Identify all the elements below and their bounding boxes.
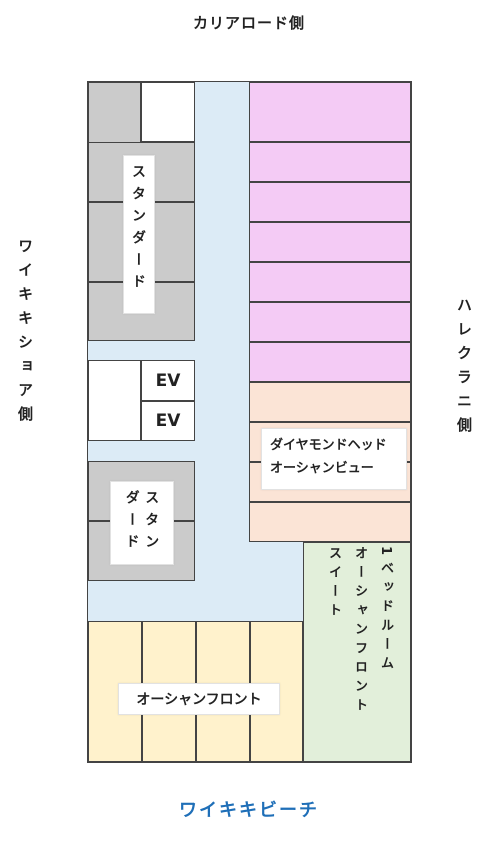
elevator-label-1: EV [155, 370, 181, 391]
ocean-front-label-text: オーシャンフロント [136, 692, 262, 708]
suite-label: 1ベッドルーム オーシャンフロント スイート [320, 546, 398, 756]
elevator-label-2: EV [155, 411, 181, 431]
diamond-head-room [249, 342, 411, 382]
diamond-head-room [249, 302, 411, 342]
elevator-1 [141, 360, 195, 401]
elevator-2 [141, 401, 195, 441]
stairwell [88, 360, 141, 441]
side-label-bottom: ワイキキビーチ [179, 800, 319, 821]
standard-label-lower: スタンダード [110, 481, 174, 565]
standard-label-upper-text: スタンダード [130, 164, 146, 296]
side-label-left: ワイキキショア側 [16, 238, 34, 430]
standard-label-upper: スタンダード [123, 155, 155, 314]
suite-label-line1: 1ベッドルーム [378, 546, 393, 676]
suite-room [303, 542, 411, 762]
diamond-head-ocean-view-room [249, 382, 411, 422]
ocean-front-label: オーシャンフロント [118, 683, 280, 715]
standard-label-lower-text: スタンダード [123, 490, 160, 556]
diamond-head-room [249, 142, 411, 182]
service-room [141, 82, 195, 142]
suite-label-line2: オーシャンフロント [352, 546, 367, 717]
diamond-head-room [249, 222, 411, 262]
diamond-head-label-line2: オーシャンビュー [270, 461, 374, 476]
side-label-right: ハレクラニ側 [455, 297, 473, 441]
diamond-head-room [249, 182, 411, 222]
diamond-head-label: ダイヤモンドヘッド オーシャンビュー [261, 428, 407, 490]
diamond-head-room [249, 82, 411, 142]
standard-room [88, 82, 141, 142]
diamond-head-room [249, 262, 411, 302]
suite-label-line3: スイート [326, 546, 341, 622]
diamond-head-label-line1: ダイヤモンドヘッド [270, 438, 387, 453]
side-label-top: カリアロード側 [192, 14, 305, 32]
diamond-head-ocean-view-room [249, 502, 411, 542]
